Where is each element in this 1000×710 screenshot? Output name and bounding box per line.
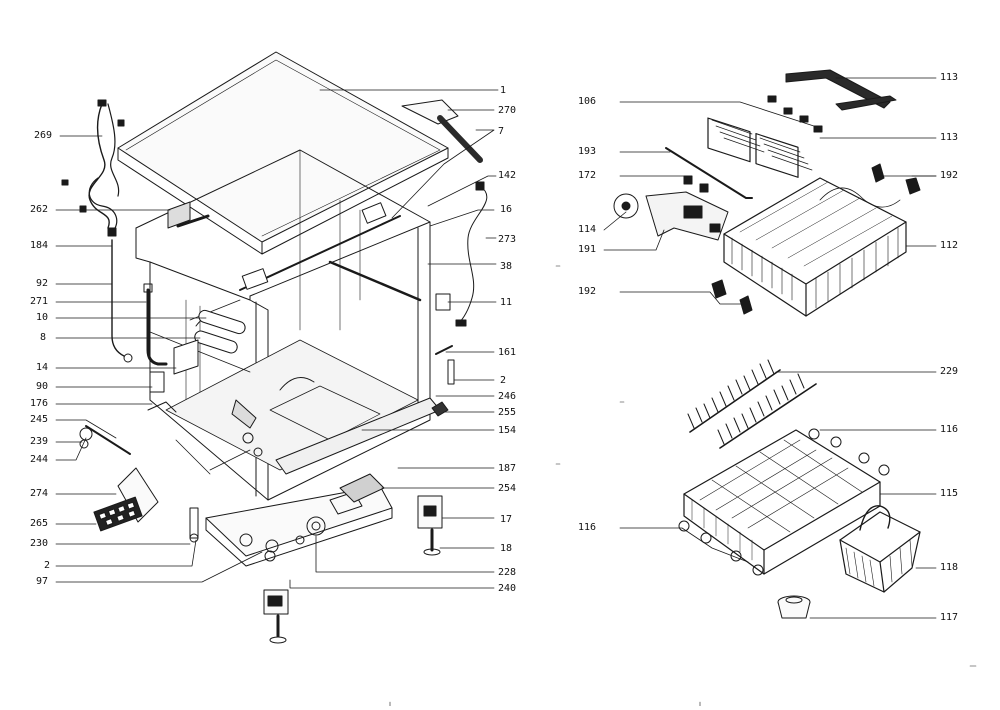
callout-187: 187 [498, 463, 517, 474]
callout-112: 112 [940, 240, 959, 251]
callout-273: 273 [498, 234, 517, 245]
scan-marks [389, 265, 977, 707]
callout-265: 265 [30, 518, 49, 529]
callout-228: 228 [498, 567, 517, 578]
callout-269: 269 [34, 130, 53, 141]
callout-262: 262 [30, 204, 49, 215]
callout-191: 191 [578, 244, 597, 255]
callout-116-top: 116 [940, 424, 959, 435]
callout-1: 1 [500, 85, 507, 96]
callout-271: 271 [30, 296, 49, 307]
callout-240: 240 [498, 583, 517, 594]
callout-192-top: 192 [940, 170, 959, 181]
callout-192-bottom: 192 [578, 286, 597, 297]
callout-161: 161 [498, 347, 517, 358]
callout-142: 142 [498, 170, 517, 181]
callout-11: 11 [500, 297, 513, 308]
callout-115: 115 [940, 488, 959, 499]
callout-229: 229 [940, 366, 959, 377]
callout-230: 230 [30, 538, 49, 549]
callout-254: 254 [498, 483, 517, 494]
right-components [167, 99, 488, 644]
callout-18: 18 [500, 543, 513, 554]
callout-184: 184 [30, 240, 49, 251]
callout-270: 270 [498, 105, 517, 116]
left-components [61, 99, 246, 543]
callout-16: 16 [500, 204, 513, 215]
tub-frame [135, 149, 441, 501]
callout-245: 245 [30, 414, 49, 425]
callout-106: 106 [578, 96, 597, 107]
callout-10: 10 [36, 312, 49, 323]
callout-154: 154 [498, 425, 517, 436]
callout-92: 92 [36, 278, 49, 289]
callout-244: 244 [30, 454, 49, 465]
callout-2-right: 2 [500, 375, 507, 386]
leader-lines [55, 77, 937, 619]
callout-2-left: 2 [44, 560, 51, 571]
callout-246: 246 [498, 391, 517, 402]
callout-193: 193 [578, 146, 597, 157]
callout-114: 114 [578, 224, 597, 235]
base-pan [205, 473, 393, 567]
callout-97: 97 [36, 576, 49, 587]
callout-118: 118 [940, 562, 959, 573]
callout-176: 176 [30, 398, 49, 409]
callout-113-mid: 113 [940, 132, 959, 143]
lower-rack-assembly [678, 359, 921, 619]
callout-7: 7 [498, 126, 505, 137]
callout-274: 274 [30, 488, 49, 499]
callout-239: 239 [30, 436, 49, 447]
worktop-panel [117, 51, 449, 255]
callout-17: 17 [500, 514, 513, 525]
callout-8: 8 [40, 332, 47, 343]
callout-14: 14 [36, 362, 49, 373]
callout-255: 255 [498, 407, 517, 418]
upper-rack-assembly [613, 69, 921, 317]
callout-113-top: 113 [940, 72, 959, 83]
callout-117: 117 [940, 612, 959, 623]
callout-116-bottom: 116 [578, 522, 597, 533]
callout-172: 172 [578, 170, 597, 181]
callout-90: 90 [36, 381, 49, 392]
callout-38: 38 [500, 261, 513, 272]
